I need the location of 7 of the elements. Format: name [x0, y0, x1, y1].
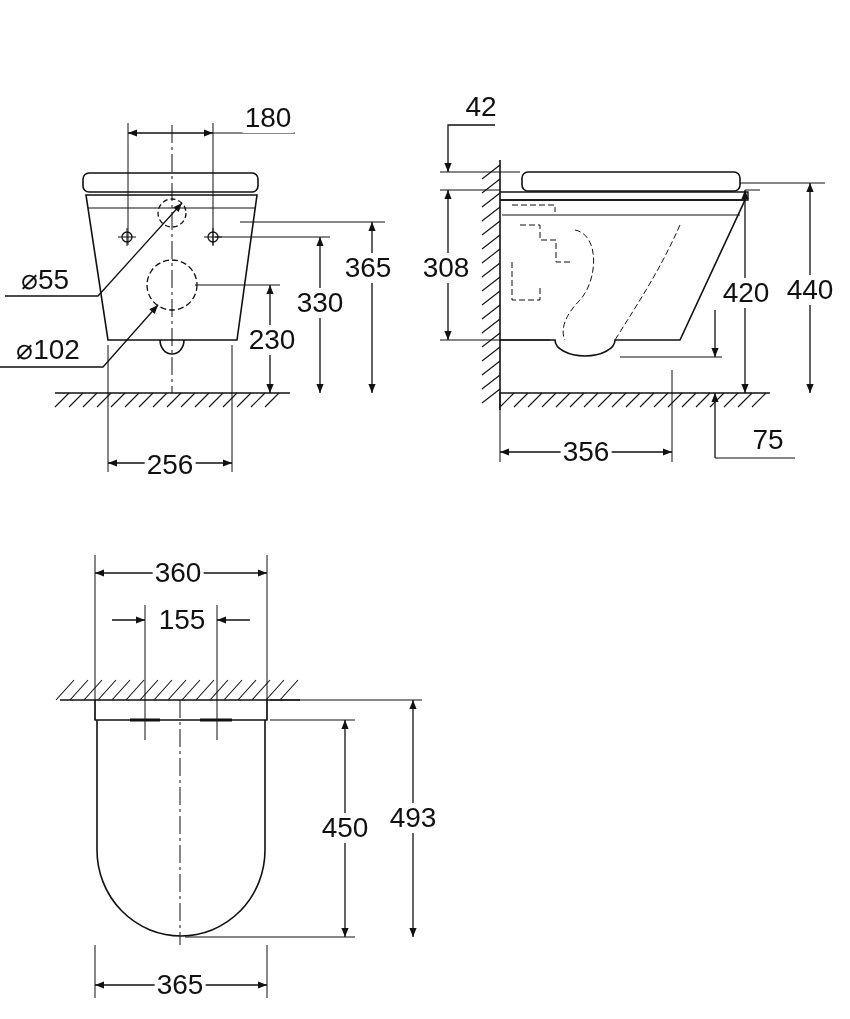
dimension-label: 420 [720, 278, 772, 308]
dimension-label: 365 [342, 253, 394, 283]
dimension-label: 450 [319, 813, 371, 843]
dimension-label: 330 [294, 288, 346, 318]
dimension-label: 308 [420, 253, 472, 283]
dimension-label: 440 [784, 275, 836, 305]
dimension-label: 493 [387, 803, 439, 833]
